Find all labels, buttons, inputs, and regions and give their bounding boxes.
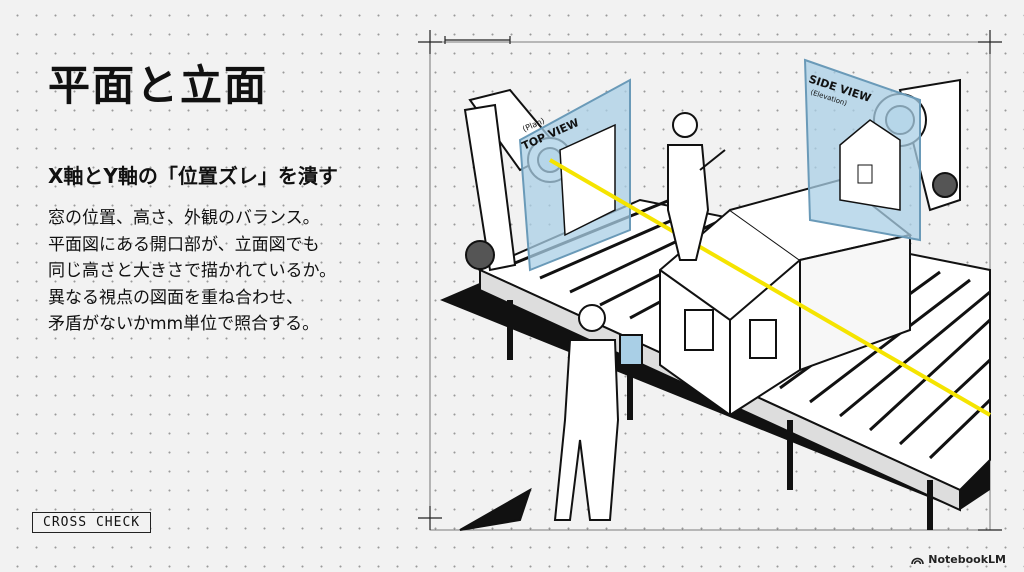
brand-name: NotebookLM [928, 553, 1006, 566]
body-line: 同じ高さと大きさで描かれているか。 [48, 261, 337, 281]
body-line: 平面図にある開口部が、立面図でも [48, 234, 320, 255]
blueprint-frame [418, 30, 1002, 531]
worker-tablet [459, 304, 643, 531]
worker-standing [667, 112, 726, 261]
side-view-panel [803, 58, 921, 242]
slide-subtitle: X軸とY軸の「位置ズレ」を潰す [48, 164, 338, 188]
slide-body: 窓の位置、高さ、外観のバランス。 平面図にある開口部が、立面図でも 同じ高さと大… [48, 205, 336, 338]
slide-title: 平面と立面 [48, 61, 269, 110]
body-line: 窓の位置、高さ、外観のバランス。 [48, 208, 320, 228]
cross-check-tag: CROSS CHECK [32, 512, 152, 533]
notebooklm-logo-icon [911, 557, 925, 564]
body-line: 異なる視点の図面を重ね合わせ、 [48, 287, 303, 308]
inspection-illustration: TOP VIEW (Plan) SIDE VIEW (Elevation) [418, 30, 1002, 531]
laser-beam [548, 158, 992, 417]
body-line: 矛盾がないかmm単位で照合する。 [48, 314, 320, 334]
brand-watermark: NotebookLM [911, 553, 1006, 566]
